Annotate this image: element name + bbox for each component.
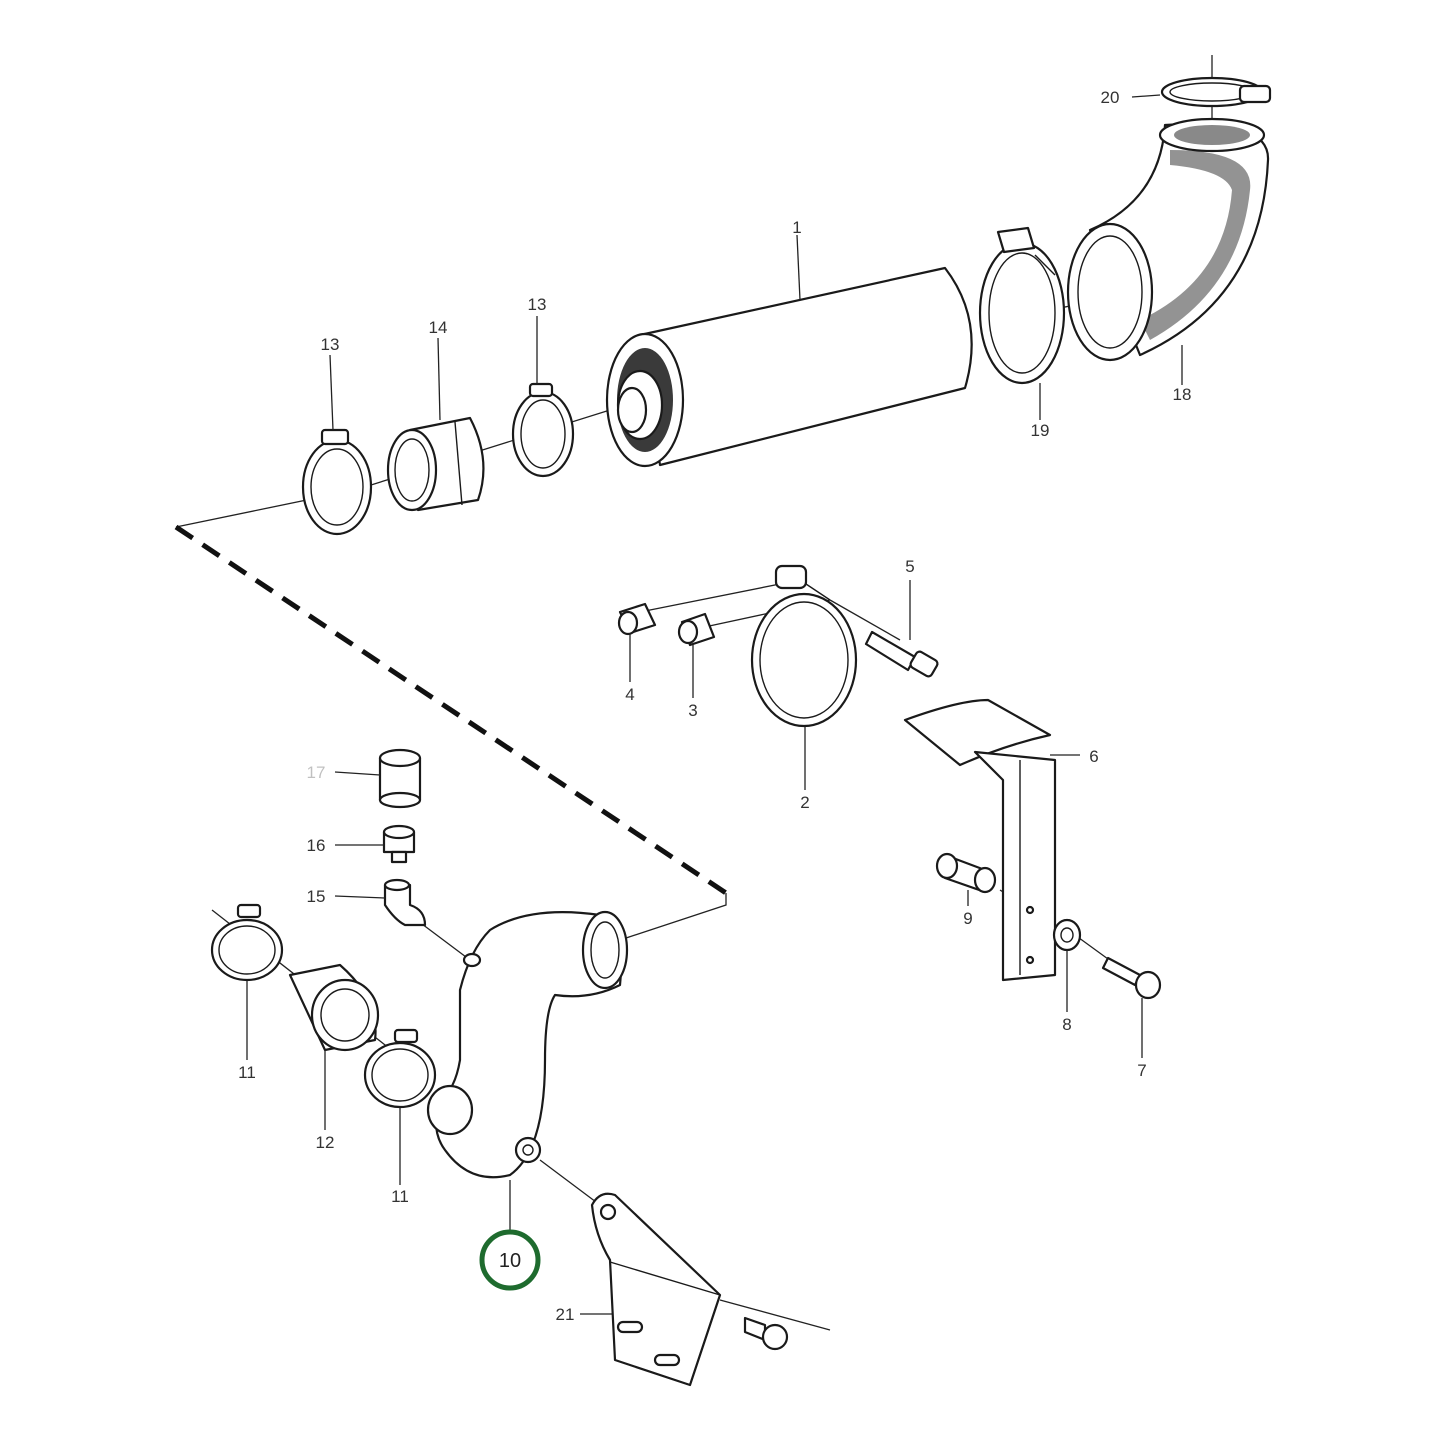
- callout-20: 20: [1101, 88, 1120, 107]
- callout-13-right: 13: [528, 295, 547, 314]
- callout-leaders: [246, 94, 1183, 1315]
- hose-clamp-13-left: [301, 428, 373, 536]
- callout-15: 15: [307, 887, 326, 906]
- callout-labels: 1 2 3 4 5 6 7 8 9 11 11 12 13 13 14 15 1…: [238, 88, 1191, 1324]
- bolt-4: [617, 602, 657, 636]
- callout-6: 6: [1089, 747, 1098, 766]
- highlight-ring: [479, 1229, 541, 1291]
- screw-21: [743, 1316, 789, 1351]
- sleeve-14: [386, 416, 485, 512]
- screw-5: [864, 630, 939, 678]
- callout-13-left: 13: [321, 335, 340, 354]
- callout-11-right: 11: [391, 1187, 409, 1206]
- elbow-15: [383, 878, 427, 927]
- elbow-hose-18: [1066, 117, 1270, 362]
- washer-8: [1052, 918, 1082, 952]
- callout-10: 10: [499, 1250, 521, 1272]
- callout-18: 18: [1173, 385, 1192, 404]
- callout-11-left: 11: [238, 1063, 256, 1082]
- nipple-16: [382, 824, 416, 864]
- callout-7: 7: [1137, 1061, 1146, 1080]
- callout-4: 4: [625, 685, 634, 704]
- callout-5: 5: [905, 557, 914, 576]
- cap-17: [378, 748, 422, 809]
- callout-21: 21: [556, 1305, 575, 1324]
- callout-14: 14: [429, 318, 448, 337]
- hose-clamp-13-right: [511, 382, 575, 478]
- callout-8: 8: [1062, 1015, 1071, 1034]
- hose-clamp-11-right: [363, 1028, 437, 1109]
- spacer-9: [935, 852, 997, 894]
- exhaust-pipe-10: [426, 910, 629, 1179]
- callout-1: 1: [792, 218, 801, 237]
- callout-9: 9: [963, 909, 972, 928]
- bracket-6: [903, 698, 1057, 982]
- sleeve-12: [288, 963, 380, 1052]
- callout-3: 3: [688, 701, 697, 720]
- highlighted-callout-10[interactable]: 10: [479, 1229, 541, 1291]
- callout-12: 12: [316, 1133, 335, 1152]
- callout-16: 16: [307, 836, 326, 855]
- callout-17: 17: [307, 763, 326, 782]
- clamp-band-2: [750, 564, 858, 728]
- bracket-21: [590, 1192, 722, 1387]
- bolt-7: [1101, 956, 1162, 1000]
- hose-clamp-19: [978, 226, 1066, 385]
- hose-clamp-11-left: [210, 903, 284, 982]
- hose-clamp-20: [1160, 76, 1272, 108]
- bolt-3: [677, 612, 716, 647]
- callout-19: 19: [1031, 421, 1050, 440]
- callout-2: 2: [800, 793, 809, 812]
- muffler-1: [605, 266, 973, 468]
